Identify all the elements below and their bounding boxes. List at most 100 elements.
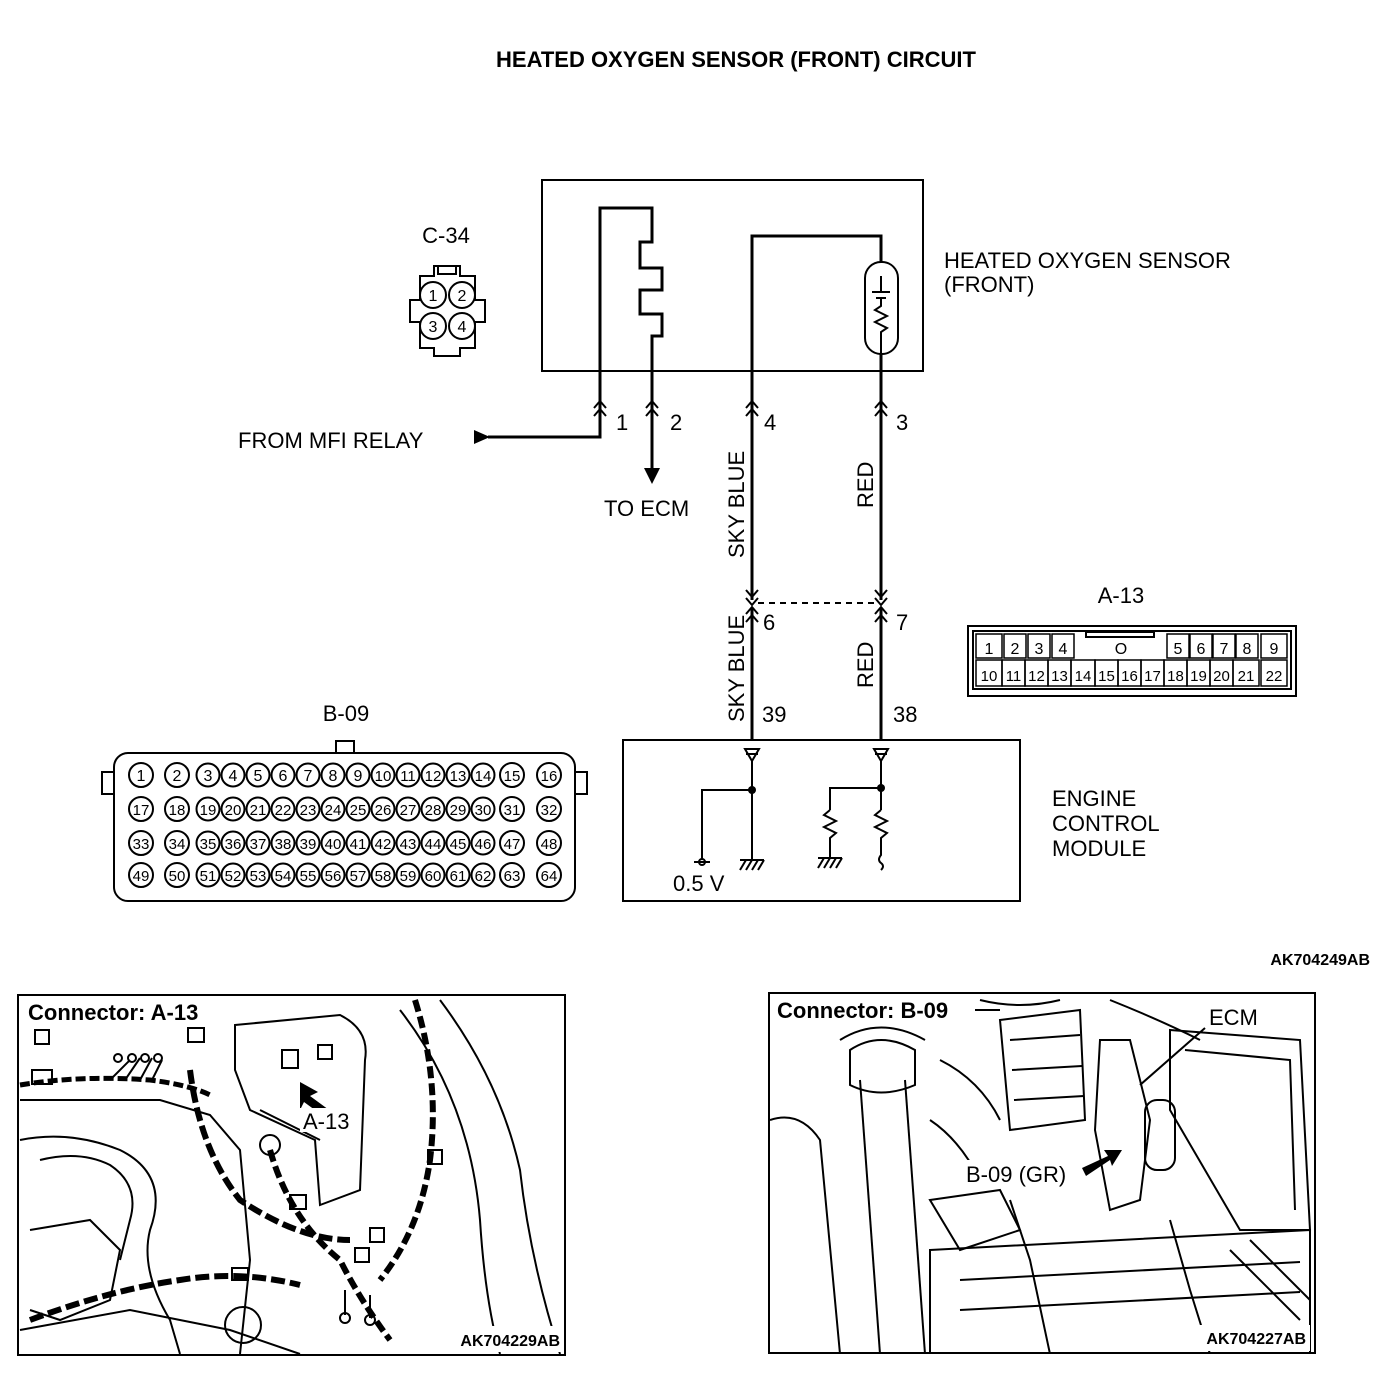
a13-cell-21 xyxy=(1232,659,1260,687)
b09-pin-30 xyxy=(470,796,496,822)
b09-pin-label: 54 xyxy=(275,868,292,885)
b09-pin-label: 25 xyxy=(350,802,367,819)
b09-pin-label: 56 xyxy=(325,868,342,885)
b09-pin-label: 11 xyxy=(400,768,416,785)
ground-symbol-39 xyxy=(739,859,765,871)
pin-39-label: 39 xyxy=(762,702,786,727)
b09-pin-10 xyxy=(370,762,396,788)
b09-pin-63 xyxy=(499,862,525,888)
b09-pin-48 xyxy=(536,830,562,856)
b09-pin-5 xyxy=(245,762,271,788)
b09-pin-label: 4 xyxy=(229,768,238,785)
c34-pin-2: 2 xyxy=(458,288,467,305)
a13-cell-label: 18 xyxy=(1167,668,1184,685)
photo-left-heading: Connector: A-13 xyxy=(28,1000,198,1025)
a13-cell-1 xyxy=(975,633,1003,659)
a13-cell-label: 12 xyxy=(1028,668,1045,685)
b09-pin-label: 57 xyxy=(350,868,367,885)
b09-pin-label: 28 xyxy=(425,802,442,819)
b09-pin-28 xyxy=(420,796,446,822)
b09-pin-label: 53 xyxy=(250,868,267,885)
b09-pin-39 xyxy=(295,830,321,856)
a13-cell-label: 11 xyxy=(1006,668,1022,685)
a13-cell-7 xyxy=(1212,633,1236,659)
b09-pin-59 xyxy=(395,862,421,888)
reference-voltage-label: 0.5 V xyxy=(673,871,725,896)
b09-pin-label: 63 xyxy=(504,868,521,885)
b09-pin-label: 21 xyxy=(250,802,267,819)
b09-pin-37 xyxy=(245,830,271,856)
ecm-label-line1: ENGINE xyxy=(1052,786,1136,811)
ecm-label-line2: CONTROL xyxy=(1052,811,1160,836)
b09-pin-36 xyxy=(220,830,246,856)
a13-cell-label: 17 xyxy=(1144,668,1161,685)
b09-callout-arrow xyxy=(1082,1150,1122,1176)
b09-pin-52 xyxy=(220,862,246,888)
resistor-right xyxy=(872,809,890,871)
b09-pin-12 xyxy=(420,762,446,788)
b09-pin-25 xyxy=(345,796,371,822)
photo-right-callout-connector: B-09 (GR) xyxy=(966,1162,1066,1187)
b09-pin-label: 44 xyxy=(425,836,442,853)
b09-pin-label: 55 xyxy=(300,868,317,885)
b09-pin-label: 29 xyxy=(450,802,467,819)
b09-pin-27 xyxy=(395,796,421,822)
a13-cell-label: 5 xyxy=(1174,641,1183,658)
b09-pin-15 xyxy=(499,762,525,788)
c34-connector: 1 2 3 4 xyxy=(409,265,486,357)
b09-pin-label: 41 xyxy=(350,836,367,853)
a13-cell-label: 4 xyxy=(1059,641,1068,658)
photo-left-code: AK704229AB xyxy=(460,1333,560,1350)
c34-pin-1: 1 xyxy=(429,288,438,305)
b09-pin-label: 13 xyxy=(450,768,467,785)
connector-mark-pin7-top xyxy=(874,589,888,607)
b09-pin-8 xyxy=(320,762,346,788)
b09-pin-17 xyxy=(128,796,154,822)
photo-right-callout-ecm: ECM xyxy=(1209,1005,1258,1030)
ecm-input-mark-38 xyxy=(872,748,890,763)
a13-cell-label: 6 xyxy=(1197,641,1206,658)
a13-cell-9 xyxy=(1260,633,1288,659)
b09-pin-45 xyxy=(445,830,471,856)
b09-pin-18 xyxy=(164,796,190,822)
pin-1-label: 1 xyxy=(616,410,628,435)
a13-cell-3 xyxy=(1027,633,1051,659)
pin-4-label: 4 xyxy=(764,410,776,435)
sensor-box xyxy=(541,179,924,372)
a13-cell-label: 15 xyxy=(1098,668,1115,685)
b09-pin-label: 15 xyxy=(504,768,521,785)
resistor-left xyxy=(821,809,839,858)
b09-pin-60 xyxy=(420,862,446,888)
b09-pin-label: 45 xyxy=(450,836,467,853)
b09-pin-label: 64 xyxy=(541,868,558,885)
b09-pin-34 xyxy=(164,830,190,856)
a13-cell-label: 22 xyxy=(1266,668,1283,685)
pin-3-label: 3 xyxy=(896,410,908,435)
b09-pin-13 xyxy=(445,762,471,788)
b09-pin-24 xyxy=(320,796,346,822)
engine-bay-illustration-left xyxy=(19,999,561,1354)
c34-pin-3: 3 xyxy=(429,319,438,336)
b09-pin-55 xyxy=(295,862,321,888)
a13-cell-label: 9 xyxy=(1270,641,1279,658)
a13-cell-label: 1 xyxy=(985,641,994,658)
a13-cell-8 xyxy=(1235,633,1259,659)
b09-pin-11 xyxy=(395,762,421,788)
b09-pin-1 xyxy=(128,762,154,788)
b09-pin-57 xyxy=(345,862,371,888)
ground-symbol-left xyxy=(817,857,843,869)
b09-pin-label: 39 xyxy=(300,836,317,853)
b09-pin-label: 5 xyxy=(254,768,263,785)
a13-cell-label: 8 xyxy=(1243,641,1252,658)
b09-pin-label: 16 xyxy=(541,768,558,785)
b09-pin-54 xyxy=(270,862,296,888)
a13-cell-4 xyxy=(1051,633,1075,659)
b09-pin-label: 18 xyxy=(169,802,186,819)
pin-2-label: 2 xyxy=(670,410,682,435)
b09-pin-50 xyxy=(164,862,190,888)
mfi-relay-arrow xyxy=(474,430,490,444)
b09-pin-21 xyxy=(245,796,271,822)
b09-pin-label: 36 xyxy=(225,836,242,853)
junction-dot-38 xyxy=(877,784,885,792)
